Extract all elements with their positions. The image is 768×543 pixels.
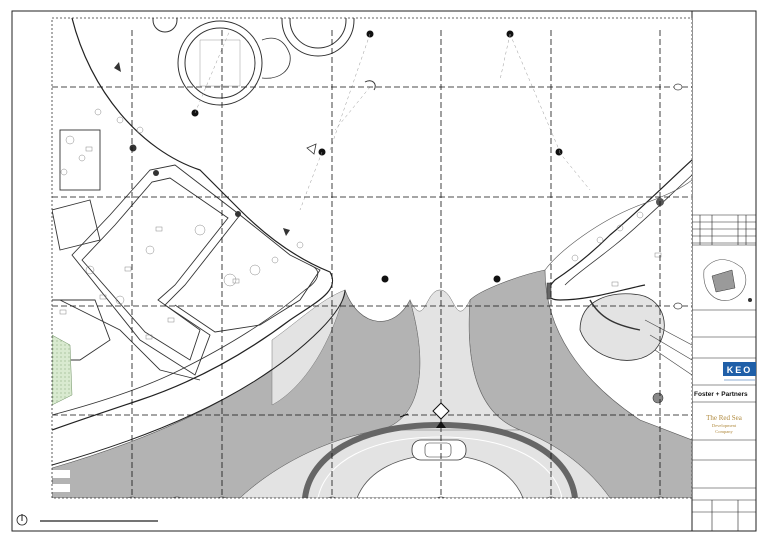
right-building-wing [547,159,692,301]
site-plan [52,18,692,498]
left-building-wing [52,18,334,431]
title-block [692,214,756,531]
sheet-border [11,10,757,532]
structural-grid [52,30,692,498]
left-furniture [59,108,304,340]
architect-logo: Foster + Partners [694,391,748,398]
svg-text:Company: Company [715,429,733,434]
client-logo: The Red Sea Development Company [706,414,743,434]
svg-text:KEO: KEO [727,365,753,375]
svg-text:The Red Sea: The Red Sea [706,414,743,422]
keo-logo: KEO [723,362,756,381]
paving-light-left [271,289,346,406]
section-marker [399,402,450,428]
plan-frame [51,17,693,499]
edge-marks [48,470,70,492]
svg-text:Development: Development [712,423,737,428]
right-pool [579,293,665,361]
car-symbol [411,439,467,461]
top-pods [152,18,355,106]
central-corridor [379,289,521,433]
light-beams [194,29,591,211]
left-rooms [52,129,321,381]
grid-bubbles [127,83,683,498]
north-arrow-icon [16,514,28,526]
green-hatch-left [52,334,73,406]
key-plan [697,252,755,306]
